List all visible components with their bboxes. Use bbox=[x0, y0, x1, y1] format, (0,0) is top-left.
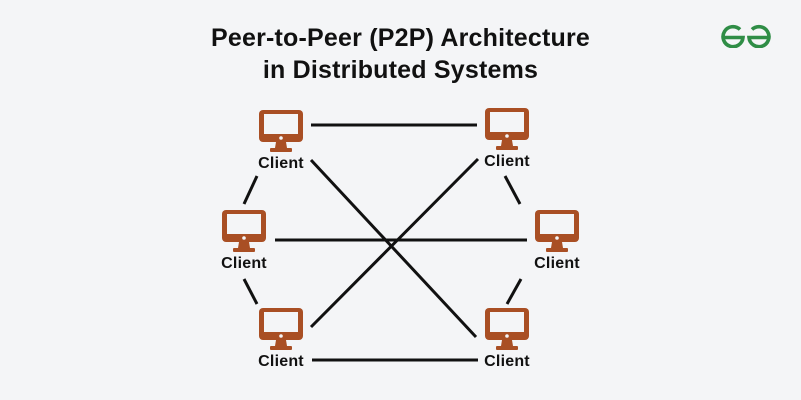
client-label: Client bbox=[258, 155, 304, 172]
client-node-middle-left: Client bbox=[214, 208, 274, 273]
monitor-icon bbox=[259, 110, 303, 152]
client-node-top-left: Client bbox=[251, 108, 311, 173]
edge-top-right-middle-right bbox=[503, 175, 522, 205]
edge-top-right-bottom-left bbox=[309, 157, 480, 329]
edge-middle-right-bottom-right bbox=[505, 278, 523, 305]
title-line-2: in Distributed Systems bbox=[262, 56, 539, 84]
client-label: Client bbox=[484, 353, 530, 370]
geeksforgeeks-logo-icon bbox=[721, 24, 771, 48]
client-node-top-right: Client bbox=[477, 106, 537, 171]
client-node-bottom-left: Client bbox=[251, 306, 311, 371]
client-label: Client bbox=[221, 255, 267, 272]
edge-middle-left-bottom-left bbox=[242, 278, 259, 305]
client-label: Client bbox=[258, 353, 304, 370]
title-line-1: Peer-to-Peer (P2P) Architecture bbox=[210, 24, 590, 52]
client-label: Client bbox=[534, 255, 580, 272]
monitor-icon bbox=[485, 108, 529, 150]
monitor-icon bbox=[485, 308, 529, 350]
diagram-title: Peer-to-Peer (P2P) Architecture in Distr… bbox=[0, 22, 801, 86]
monitor-icon bbox=[535, 210, 579, 252]
client-node-bottom-right: Client bbox=[477, 306, 537, 371]
client-node-middle-right: Client bbox=[527, 208, 587, 273]
edge-top-left-middle-left bbox=[242, 175, 259, 205]
client-label: Client bbox=[484, 153, 530, 170]
edge-top-left-bottom-right bbox=[309, 158, 478, 339]
monitor-icon bbox=[259, 308, 303, 350]
monitor-icon bbox=[222, 210, 266, 252]
